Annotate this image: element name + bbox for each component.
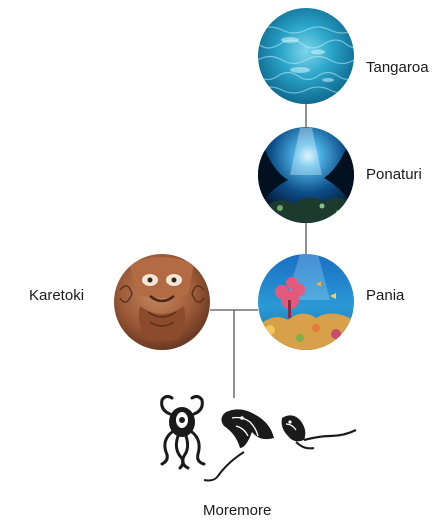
moremore-image (162, 396, 356, 480)
octopus-icon (162, 396, 204, 468)
tangaroa-image (258, 8, 368, 104)
moremore-label: Moremore (203, 502, 271, 519)
karetoki-image (114, 254, 210, 350)
ponaturi-image (258, 127, 354, 224)
ponaturi-label: Ponaturi (366, 166, 422, 183)
pania-image (258, 254, 354, 352)
stingray-icon (282, 415, 356, 448)
tangaroa-label: Tangaroa (366, 59, 429, 76)
karetoki-label: Karetoki (29, 287, 84, 304)
manta-ray-icon (204, 409, 274, 480)
pania-label: Pania (366, 287, 404, 304)
